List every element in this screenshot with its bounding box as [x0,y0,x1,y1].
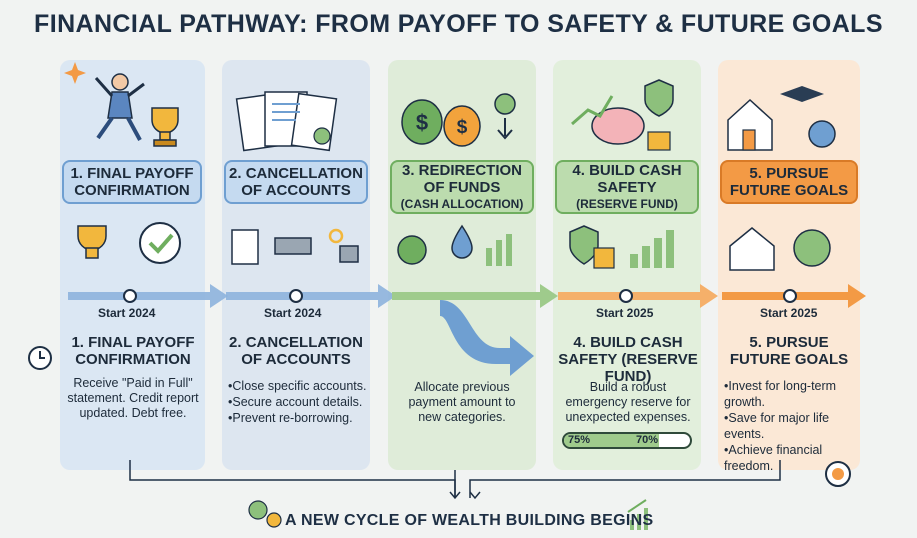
step-1-section-title: 1. FINAL PAYOFF CONFIRMATION [71,334,195,368]
step-2-header: 2. CANCELLATION OF ACCOUNTS [224,160,368,204]
footer-text: A NEW CYCLE OF WEALTH BUILDING BEGINS [285,512,654,529]
step-3-description: Allocate previous payment amount to new … [408,380,516,424]
step-1-description: Receive "Paid in Full" statement. Credit… [67,376,199,420]
money-bags-icon: $ $ [401,93,516,147]
svg-text:$: $ [457,117,468,138]
step-2-bullet: Secure account details. [228,394,368,410]
step-4-header: 4. BUILD CASH SAFETY (RESERVE FUND) [555,160,699,214]
money-drop-chart-icon [397,224,512,266]
step-5-title: 5. PURSUE FUTURE GOALS [729,165,849,199]
house-plane-icon [729,227,831,271]
clock-icon [28,346,52,370]
step-4-start-label: Start 2025 [596,306,654,320]
trophy-small-icon [77,225,107,259]
house-graduation-icon [727,86,836,151]
step-2-bullet: Close specific accounts. [228,378,368,394]
step-3-subtitle: (CASH ALLOCATION) [400,196,524,211]
step-4-section-title: 4. BUILD CASH SAFETY (RESERVE FUND) [558,334,698,385]
step-3-header: 3. REDIRECTION OF FUNDS (CASH ALLOCATION… [390,160,534,214]
step-4-title: 4. BUILD CASH SAFETY [572,161,682,196]
svg-text:$: $ [416,110,428,135]
step-2-section-title: 2. CANCELLATION OF ACCOUNTS [229,334,363,368]
step-5-bullet: Save for major life events. [724,410,860,442]
step-4-description: Build a robust emergency reserve for une… [565,380,691,424]
step-5-start-label: Start 2025 [760,306,818,320]
step-5-bullet: Invest for long-term growth. [724,378,860,410]
step-2-start-label: Start 2024 [264,306,322,320]
progress-label-70: 70% [636,434,659,446]
shredder-lock-icon [231,228,359,265]
progress-fill [564,434,659,447]
checkmark-icon [139,222,181,264]
growth-chart-icon [627,499,648,530]
step-2-bullets: Close specific accounts. Secure account … [228,378,368,426]
step-5-section-title: 5. PURSUE FUTURE GOALS [729,334,849,368]
step-5-header: 5. PURSUE FUTURE GOALS [720,160,858,204]
step-1-start-label: Start 2024 [98,306,156,320]
step-2-bullet: Prevent re-borrowing. [228,410,368,426]
documents-icon [235,91,338,152]
step-1-title: 1. FINAL PAYOFF CONFIRMATION [70,165,194,199]
progress-label-75: 75% [568,434,591,446]
converging-lines [129,460,781,500]
step-3-title: 3. REDIRECTION OF FUNDS [401,161,522,196]
trophy-icon [151,107,179,147]
sparkle-icon [64,62,86,84]
step-5-bullet: Achieve financial freedom. [724,442,860,474]
page-title: FINANCIAL PATHWAY: FROM PAYOFF TO SAFETY… [34,10,883,38]
piggy-bank-icon [571,79,674,151]
money-icon [248,500,282,528]
step-5-bullets: Invest for long-term growth. Save for ma… [724,378,860,474]
shield-coins-icon [569,225,674,269]
step-2-title: 2. CANCELLATION OF ACCOUNTS [229,165,363,199]
reserve-progress-bar: 75% 70% [562,432,692,449]
celebrating-person-icon [94,73,145,141]
timeline-arrows [68,284,866,376]
step-4-subtitle: (RESERVE FUND) [576,196,678,211]
step-1-header: 1. FINAL PAYOFF CONFIRMATION [62,160,202,204]
